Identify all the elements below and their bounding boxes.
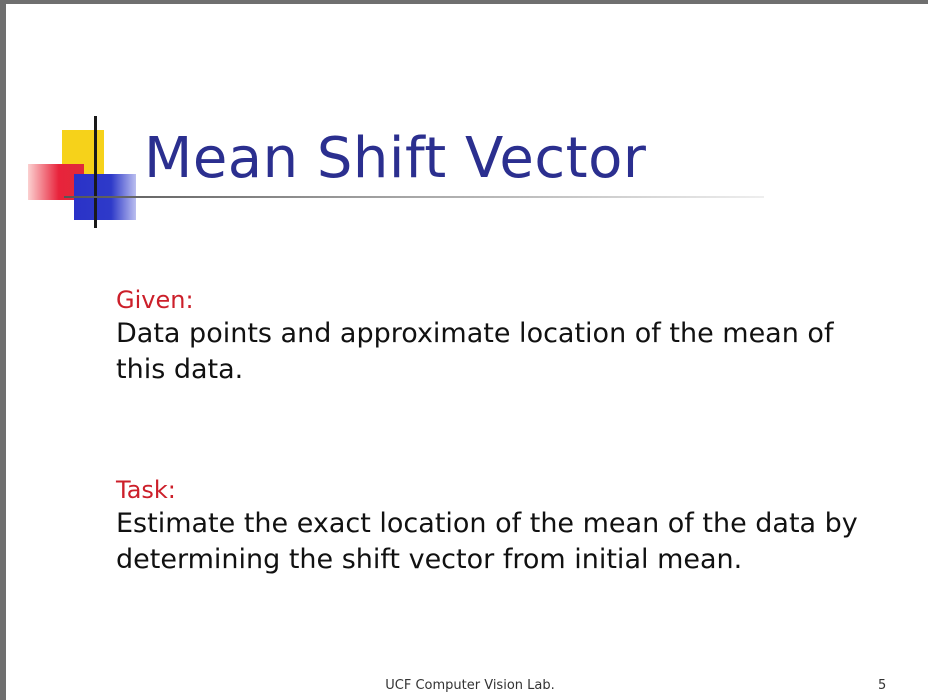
section-label-task: Task: [116, 476, 176, 504]
slide-logo-icon [20, 116, 764, 236]
slide-footer: UCF Computer Vision Lab. [385, 678, 555, 693]
section-task: Task: Estimate the exact location of the… [116, 474, 886, 578]
page-number: 5 [878, 678, 887, 693]
section-given: Given: Data points and approximate locat… [116, 284, 886, 388]
section-spacer [116, 388, 886, 474]
section-label-given: Given: [116, 286, 194, 314]
section-text-task: Estimate the exact location of the mean … [116, 508, 858, 575]
slide-title: Mean Shift Vector [144, 126, 647, 191]
slide-content: Given: Data points and approximate locat… [116, 284, 886, 578]
logo-vertical-line [94, 116, 97, 228]
title-underline [64, 196, 764, 198]
section-text-given: Data points and approximate location of … [116, 318, 834, 385]
